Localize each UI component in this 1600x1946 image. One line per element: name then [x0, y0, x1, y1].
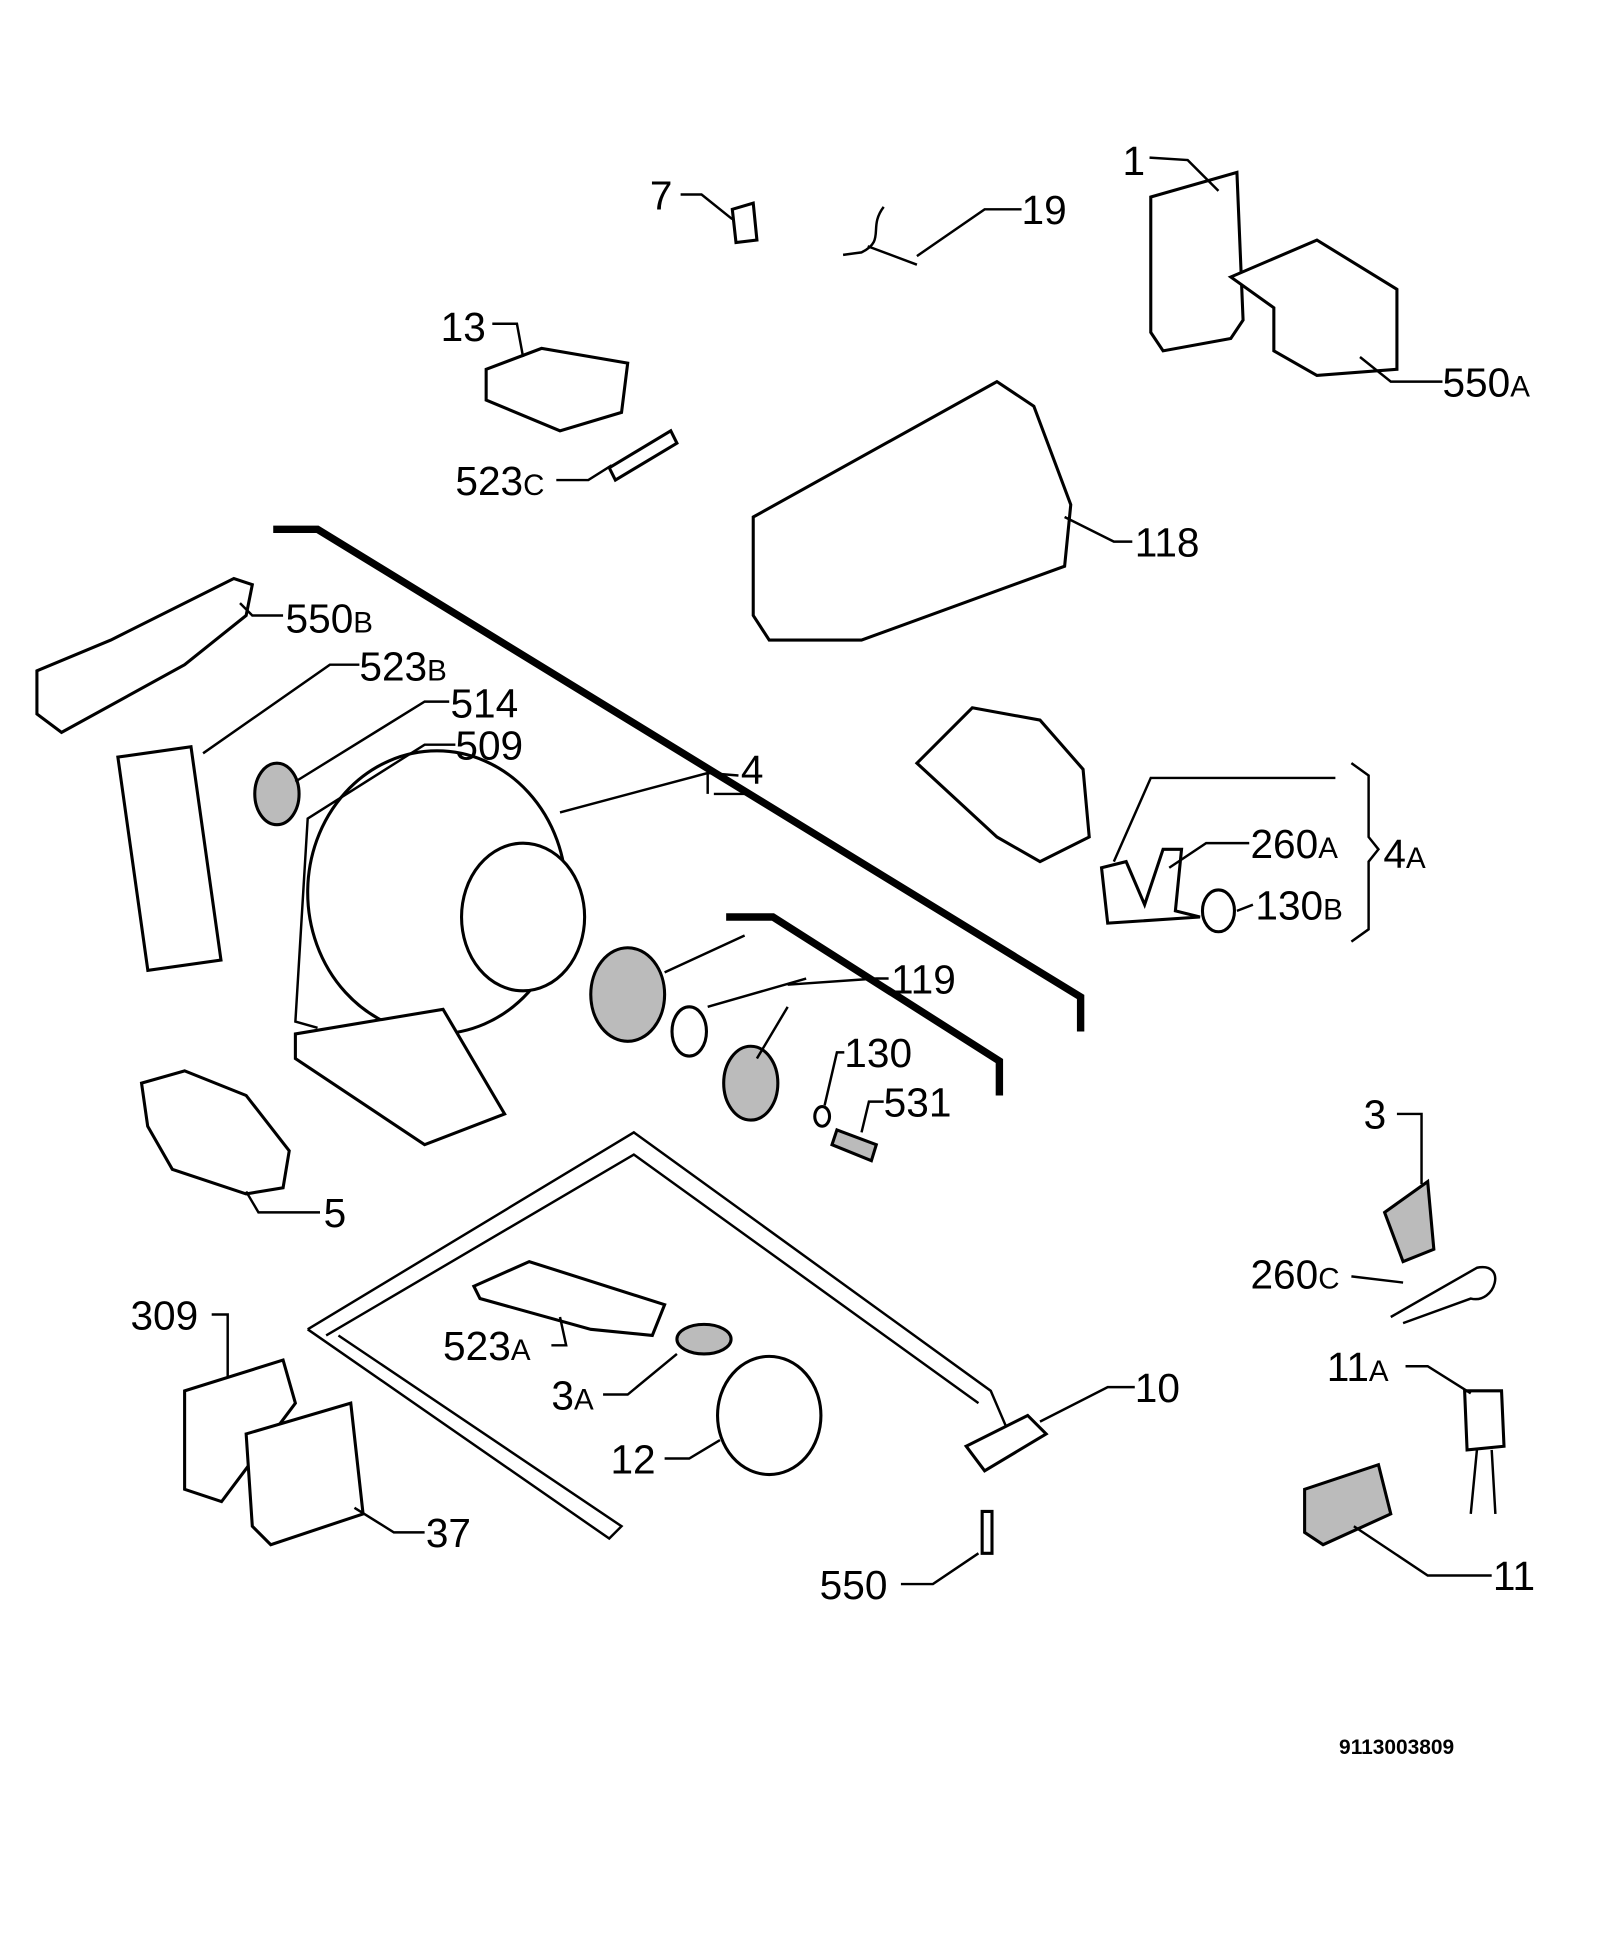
part-550a-cover: [1227, 238, 1399, 378]
label-37: 37: [426, 1510, 471, 1556]
label-3: 3: [1364, 1092, 1387, 1138]
part-10-heater: [306, 1130, 1011, 1541]
part-523c-bracket: [607, 428, 679, 483]
part-19-wire: [842, 206, 918, 266]
label-11a: 11A: [1327, 1344, 1389, 1390]
part-130b-ring: [1200, 888, 1236, 934]
part-11-motor: [1303, 1462, 1393, 1547]
part-3a-thermostat: [675, 1322, 733, 1356]
label-523c: 523C: [455, 458, 544, 504]
label-1: 1: [1122, 138, 1145, 184]
part-523b-panel: [116, 745, 223, 973]
part-labels: 1 7 19 13 550A 523C 118 550B 523B 514 50…: [130, 138, 1535, 1759]
part-118-dispenser: [751, 379, 1073, 642]
part-7-sensor: [730, 201, 759, 245]
label-550: 550: [820, 1562, 888, 1608]
label-523a: 523A: [443, 1323, 531, 1369]
label-13: 13: [441, 304, 486, 350]
part-509-motor-face: [460, 841, 587, 993]
part-11a-capacitor: [1463, 1389, 1506, 1452]
part-3-sensor: [1382, 1178, 1436, 1264]
label-550b: 550B: [286, 596, 373, 642]
diagram-code: 9113003809: [1339, 1736, 1454, 1759]
part-37-box: [244, 1401, 365, 1547]
part-12-pump: [716, 1354, 823, 1477]
label-19: 19: [1022, 187, 1067, 233]
label-7: 7: [650, 172, 673, 218]
part-130-oring: [813, 1105, 832, 1128]
part-10-flange: [963, 1413, 1049, 1473]
part-shapes: [35, 170, 1506, 1555]
label-531: 531: [884, 1079, 952, 1125]
label-12: 12: [610, 1436, 655, 1482]
part-1-timer: [1149, 170, 1245, 353]
part-260c-clip: [1390, 1266, 1497, 1325]
label-260a: 260A: [1250, 821, 1338, 867]
label-130b: 130B: [1255, 882, 1342, 928]
label-550a: 550A: [1442, 359, 1530, 405]
label-11: 11: [1493, 1553, 1535, 1599]
label-523b: 523B: [359, 644, 446, 690]
part-550b-cover: [35, 576, 255, 735]
part-gasket-ring: [293, 1007, 507, 1147]
label-118: 118: [1135, 519, 1200, 565]
part-5-valve: [139, 1069, 291, 1196]
part-119-seal: [589, 946, 667, 1043]
part-523a-bracket: [471, 1259, 667, 1338]
part-11a-wires: [1469, 1449, 1497, 1515]
leader-lines: [202, 156, 1492, 1586]
part-550-bolt: [980, 1509, 994, 1555]
part-4a-pump: [914, 706, 1091, 864]
label-309: 309: [130, 1292, 198, 1338]
label-10: 10: [1135, 1365, 1180, 1411]
label-4: 4: [741, 747, 764, 793]
label-119: 119: [891, 956, 956, 1002]
label-260c: 260C: [1250, 1252, 1339, 1298]
part-260a-bracket: [1099, 847, 1201, 925]
label-5: 5: [324, 1190, 347, 1236]
separator-line: [273, 525, 1085, 1032]
part-514-bearing: [253, 761, 301, 827]
separator-line: [726, 913, 1004, 1096]
part-119-ring: [670, 1005, 708, 1058]
label-509: 509: [455, 722, 523, 768]
label-4a: 4A: [1383, 831, 1426, 877]
label-514: 514: [450, 681, 518, 727]
part-impeller: [722, 1044, 780, 1122]
label-3a: 3A: [551, 1372, 594, 1418]
part-13-switch: [484, 346, 630, 433]
part-531-screw: [830, 1127, 879, 1163]
label-130: 130: [844, 1030, 912, 1076]
